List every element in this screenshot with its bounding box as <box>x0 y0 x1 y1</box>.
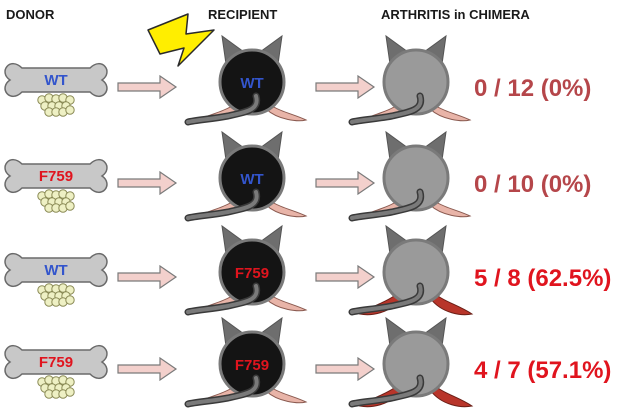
lightning-icon <box>147 13 215 67</box>
donor-label: WT <box>44 262 67 279</box>
bone-shape <box>4 62 108 98</box>
mouse-tail-inner <box>350 94 423 124</box>
mouse-tail-inner <box>186 94 259 124</box>
mouse-body <box>218 330 286 398</box>
donor-label: WT <box>44 72 67 89</box>
recipient-label: WT <box>240 75 263 92</box>
paw-right <box>264 296 308 312</box>
mouse-tail-inner <box>350 190 423 220</box>
paw-right <box>428 106 472 122</box>
transfer-arrow <box>315 170 376 196</box>
transfer-arrow <box>117 356 178 382</box>
mouse-tail-inner <box>350 376 423 406</box>
header-recipient: RECIPIENT <box>208 7 278 22</box>
paw-right <box>429 387 474 408</box>
mouse-tail-inner <box>186 190 259 220</box>
arthritis-result: 5 / 8 (62.5%) <box>474 265 611 292</box>
transfer-arrow <box>117 170 178 196</box>
row-2: F759 WT 0 / 10 (0%) <box>4 130 591 222</box>
bone-shape <box>4 344 108 380</box>
recipient-label: F759 <box>235 265 269 282</box>
mouse-tail-inner <box>350 284 423 314</box>
transfer-arrow <box>315 74 376 100</box>
mouse-tail-inner <box>186 376 259 406</box>
marrow-cell <box>65 295 75 305</box>
paw-right <box>264 202 308 218</box>
marrow-cell <box>65 387 75 397</box>
transfer-arrow <box>117 74 178 100</box>
donor-label: F759 <box>39 354 73 371</box>
donor-label: F759 <box>39 168 73 185</box>
row-1: WT WT 0 / 12 (0%) <box>4 13 591 126</box>
arthritis-result: 0 / 12 (0%) <box>474 75 591 102</box>
transfer-arrow <box>315 356 376 382</box>
header-arthritis: ARTHRITIS in CHIMERA <box>381 7 530 22</box>
mouse-body <box>218 144 286 212</box>
marrow-cell <box>65 201 75 211</box>
mouse-body <box>382 144 450 212</box>
mouse-body <box>382 48 450 116</box>
mouse-body <box>382 238 450 306</box>
transfer-arrow <box>117 264 178 290</box>
paw-right <box>429 295 474 316</box>
transfer-arrow <box>315 264 376 290</box>
recipient-label: WT <box>240 171 263 188</box>
bone-shape <box>4 252 108 288</box>
paw-right <box>264 388 308 404</box>
header-donor: DONOR <box>6 7 55 22</box>
bone-shape <box>4 158 108 194</box>
recipient-label: F759 <box>235 357 269 374</box>
marrow-cell <box>65 105 75 115</box>
mouse-body <box>218 238 286 306</box>
arthritis-result: 0 / 10 (0%) <box>474 171 591 198</box>
paw-right <box>264 106 308 122</box>
paw-right <box>428 202 472 218</box>
row-4: F759 F759 4 / 7 (57.1%) <box>4 316 611 408</box>
mouse-body <box>218 48 286 116</box>
row-3: WT F759 5 / 8 (62.5%) <box>4 224 611 316</box>
mouse-body <box>382 330 450 398</box>
mouse-tail-inner <box>186 284 259 314</box>
arthritis-result: 4 / 7 (57.1%) <box>474 357 611 384</box>
